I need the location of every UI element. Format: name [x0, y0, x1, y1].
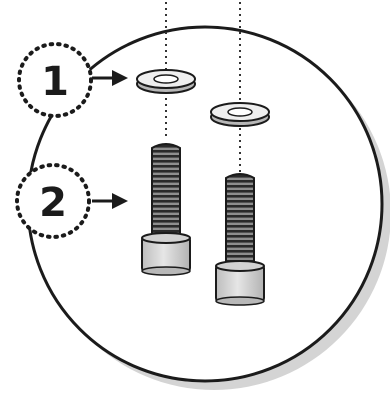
step-1-badge	[17, 42, 93, 118]
arrow-right-icon	[92, 193, 128, 209]
washer-icon	[136, 69, 196, 94]
arrow-right-icon	[92, 70, 128, 86]
socket-head-bolt-icon	[141, 143, 191, 276]
step-2-number: 2	[39, 180, 67, 226]
detail-circle	[26, 25, 390, 390]
washer-icon	[210, 102, 270, 127]
step-1-number: 1	[41, 59, 69, 105]
step-1-callout: 1	[17, 42, 128, 118]
step-2-badge	[15, 163, 91, 239]
step-2-callout: 2	[15, 163, 128, 239]
socket-head-bolt-icon	[215, 173, 265, 306]
